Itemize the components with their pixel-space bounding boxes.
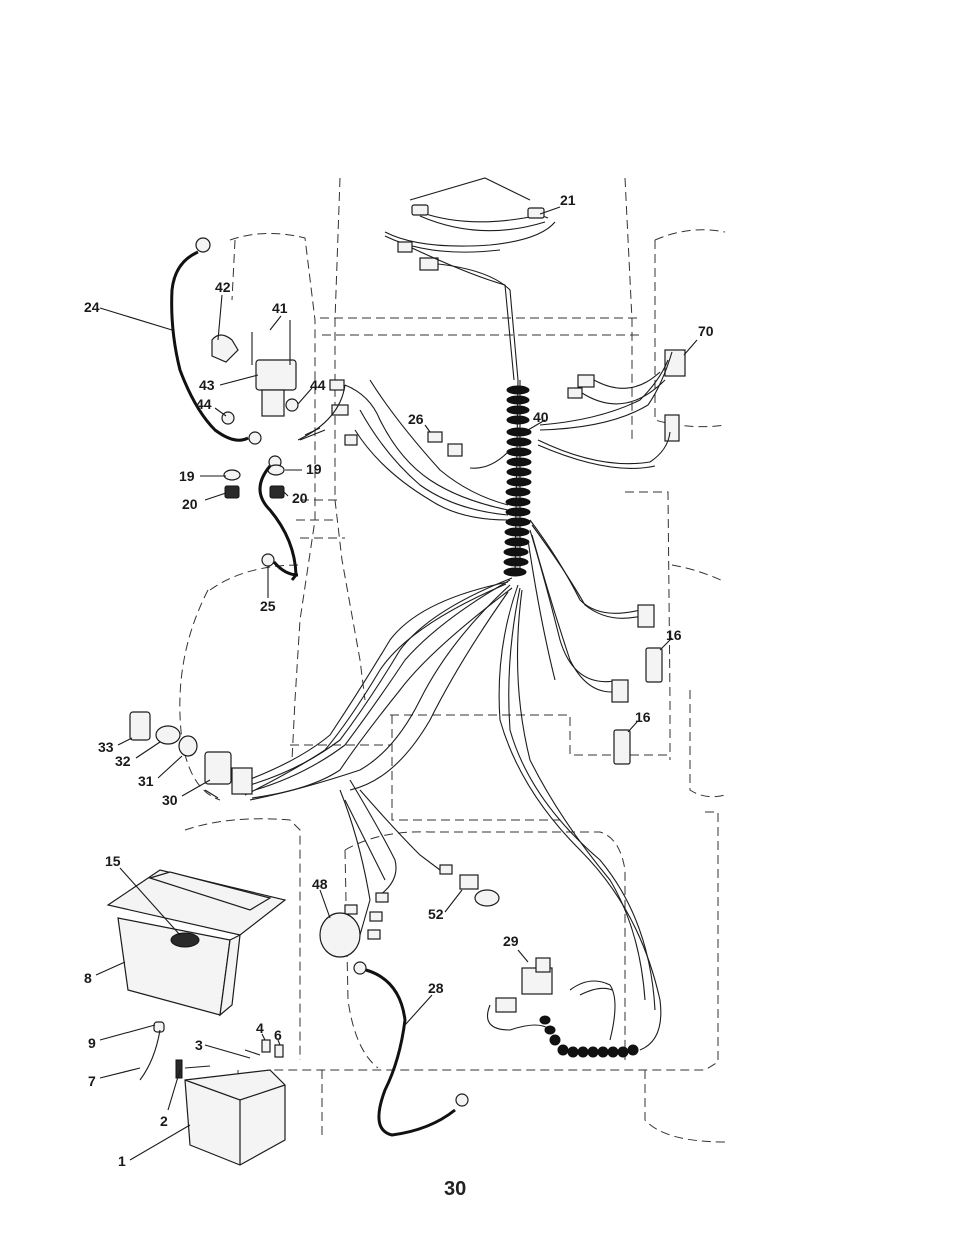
callout-24: 24 [84,299,100,315]
nut-4 [262,1040,270,1052]
headlight-harness [385,178,555,380]
washer-6 [275,1045,283,1057]
callout-32: 32 [115,753,131,769]
harness-connector [398,242,412,252]
connector-52-loop [475,890,499,906]
ignition-switch-30 [205,752,231,784]
key-33 [130,712,150,740]
callout-31: 31 [138,773,154,789]
battery-group [108,870,285,1165]
switch-16 [614,730,630,764]
callout-15: 15 [105,853,121,869]
harness-connector [568,388,582,398]
callout-26: 26 [408,411,424,427]
terminal [345,435,357,445]
switch-connector [232,768,252,794]
callout-2: 2 [160,1113,168,1129]
callout-3: 3 [195,1037,203,1053]
terminal [368,930,380,939]
light-and-connector [320,875,499,957]
seat-switch-branch [528,520,662,764]
callout-4: 4 [256,1020,264,1036]
connector-16 [638,605,654,627]
callout-20: 20 [292,490,308,506]
switch-16 [646,648,662,682]
fuse-holder [332,405,348,415]
ring-terminal [456,1094,468,1106]
terminal [376,893,388,902]
battery-box-8 [118,918,230,1015]
ring-terminal [196,238,210,252]
ground-cable [354,962,468,1135]
main-harness [504,380,531,576]
callout-19: 19 [179,468,195,484]
washer-31 [179,736,197,756]
bolt-2 [176,1060,182,1078]
callout-1: 1 [118,1153,126,1169]
boot-42 [212,335,238,362]
page-number: 30 [444,1178,466,1200]
nut-20 [270,486,284,498]
callout-16: 16 [666,627,682,643]
terminal [440,865,452,874]
terminal [370,912,382,921]
callout-28: 28 [428,980,444,996]
upper-left-branch [330,380,508,520]
callout-40: 40 [533,409,549,425]
callout-30: 30 [162,792,178,808]
callout-29: 29 [503,933,519,949]
callout-52: 52 [428,906,444,922]
callout-43: 43 [199,377,215,393]
plunger-switch-assembly [488,958,639,1057]
callout-21: 21 [560,192,576,208]
callout-19: 19 [306,461,322,477]
harness-connector [420,258,438,270]
coiled-cord [540,1016,638,1057]
nut-32 [156,726,180,744]
tractor-outline [180,178,725,1142]
callout-16: 16 [635,709,651,725]
nut-20 [225,486,239,498]
leader-lines [96,207,697,1160]
terminal [345,905,357,914]
callout-70: 70 [698,323,714,339]
ring-terminal [354,962,366,974]
callout-33: 33 [98,739,114,755]
connector-26 [448,444,462,456]
callout-6: 6 [274,1027,282,1043]
clamp-9 [154,1022,164,1032]
callout-25: 25 [260,598,276,614]
callout-20: 20 [182,496,198,512]
solenoid-body [262,390,284,416]
callout-9: 9 [88,1035,96,1051]
nut-44 [286,399,298,411]
connector [496,998,516,1012]
terminal [249,432,261,444]
connector-26 [428,432,442,442]
pto-switch-branch [538,350,685,468]
connector-16 [612,680,628,702]
callout-44: 44 [310,377,326,393]
harness-connector [578,375,594,387]
washer-19 [224,470,240,480]
callout-42: 42 [215,279,231,295]
switch-29-plunger [536,958,550,972]
callout-48: 48 [312,876,328,892]
callout-8: 8 [84,970,92,986]
ring-terminal-25 [262,554,274,566]
lower-harness [245,578,661,1050]
bulb-48 [320,913,360,957]
strap-15 [171,933,199,947]
headlight-socket [412,205,428,215]
callout-44: 44 [196,396,212,412]
callout-7: 7 [88,1073,96,1089]
callout-41: 41 [272,300,288,316]
connector-52 [460,875,478,889]
ring-terminal [330,380,344,390]
harness-connector [665,415,679,441]
